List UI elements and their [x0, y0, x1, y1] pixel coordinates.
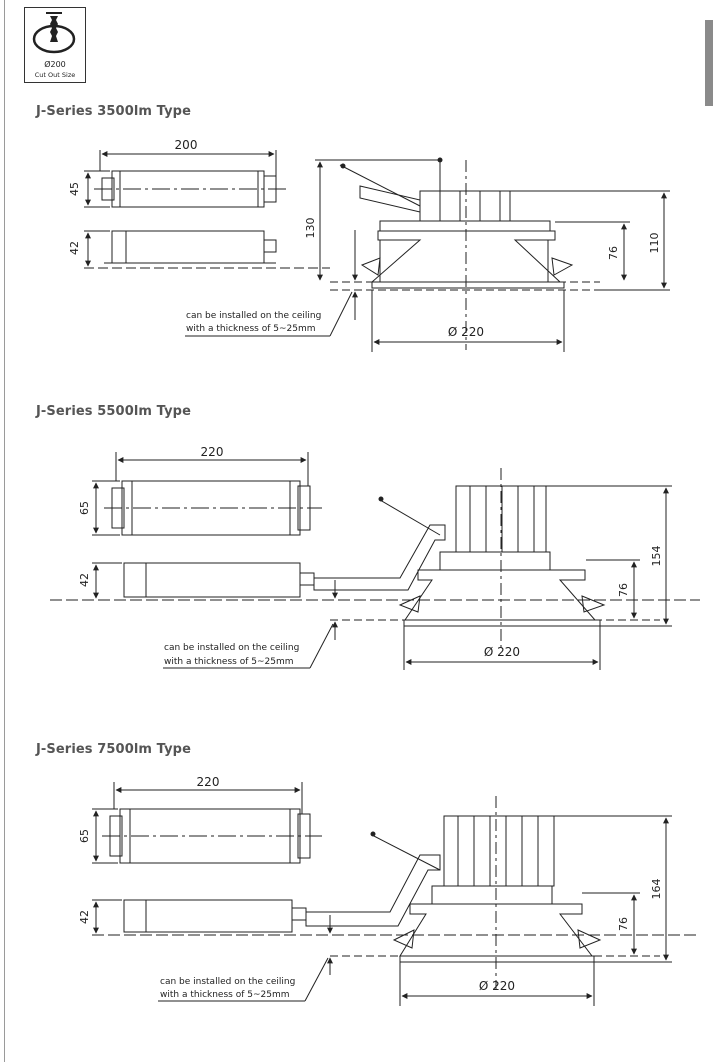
drawing-3500 — [84, 150, 670, 352]
dim-body-height-2: 154 — [650, 546, 663, 567]
note-line2-1: with a thickness of 5~25mm — [186, 324, 316, 334]
note-line1-1: can be installed on the ceiling — [186, 311, 321, 321]
dim-driver-width-3: 220 — [197, 775, 220, 789]
dim-driver-side-height-3: 42 — [78, 910, 91, 924]
driver-side-view — [123, 562, 301, 598]
cutout-size-icon: Ø200 Cut Out Size — [24, 7, 86, 83]
section-title-3500: J-Series 3500lm Type — [36, 104, 191, 119]
dim-diameter-2: Ø 220 — [484, 645, 520, 659]
fixture-reflector — [404, 569, 597, 621]
dim-diameter-3: Ø 220 — [479, 979, 515, 993]
dim-driver-side-height-2: 42 — [78, 573, 91, 587]
cutout-diameter-label: Ø200 — [44, 60, 66, 69]
dim-driver-width-2: 220 — [201, 445, 224, 459]
dim-recess-depth-2: 76 — [617, 583, 630, 597]
fixture-heatsink — [419, 190, 511, 222]
dim-driver-top-height-2: 65 — [78, 501, 91, 515]
note-line2-3: with a thickness of 5~25mm — [160, 990, 290, 1000]
note-line1-3: can be installed on the ceiling — [160, 977, 295, 987]
dim-body-height-1: 110 — [648, 233, 661, 254]
dim-driver-top-height-1: 45 — [68, 182, 81, 196]
page-tab-marker — [705, 20, 713, 106]
dim-body-height-3: 164 — [650, 879, 663, 900]
dim-driver-top-height-3: 65 — [78, 829, 91, 843]
drawing-7500 — [92, 782, 700, 1006]
driver-side-view — [123, 899, 293, 933]
dim-driver-width-1: 200 — [175, 138, 198, 152]
note-line2-2: with a thickness of 5~25mm — [164, 657, 294, 667]
drawing-5500 — [50, 452, 700, 670]
driver-side-view — [111, 230, 265, 264]
dim-fixture-height-1: 130 — [304, 218, 317, 239]
dim-recess-depth-1: 76 — [607, 246, 620, 260]
dim-driver-side-height-1: 42 — [68, 241, 81, 255]
note-line1-2: can be installed on the ceiling — [164, 643, 299, 653]
section-title-7500: J-Series 7500lm Type — [36, 742, 191, 757]
cutout-caption: Cut Out Size — [34, 71, 76, 79]
page-border-line — [4, 0, 5, 1062]
section-title-5500: J-Series 5500lm Type — [36, 404, 191, 419]
dim-recess-depth-3: 76 — [617, 917, 630, 931]
cutout-hole-icon — [32, 12, 76, 54]
dim-diameter-1: Ø 220 — [448, 325, 484, 339]
